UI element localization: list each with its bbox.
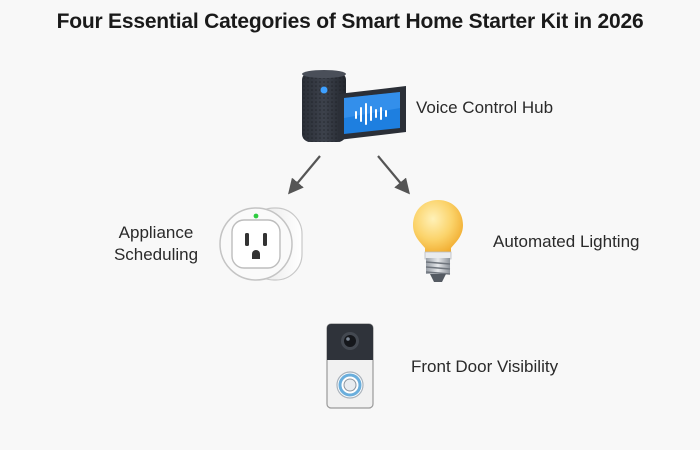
smart-plug-icon [218,204,308,284]
lighting-label: Automated Lighting [493,232,640,251]
appliance-label-line2: Scheduling [113,245,199,264]
light-bulb-icon [408,196,468,288]
video-doorbell-icon [326,323,374,409]
appliance-label: Appliance Scheduling [104,222,208,266]
arrow-to-lighting [377,155,410,195]
smart-speaker-display-icon [298,68,410,148]
appliance-label-line1: Appliance [118,223,194,242]
diagram-title: Four Essential Categories of Smart Home … [56,10,644,33]
hub-label: Voice Control Hub [416,98,554,117]
door-label: Front Door Visibility [411,357,559,376]
arrow-to-appliance [288,155,321,195]
